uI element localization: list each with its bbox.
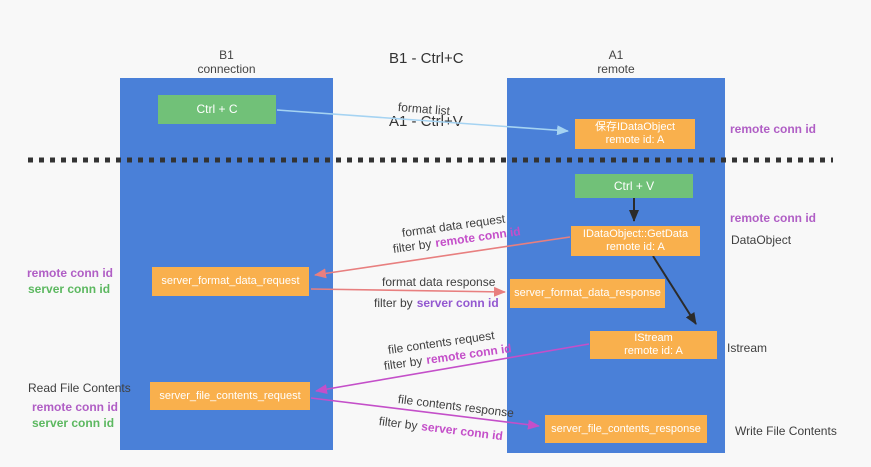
save-idataobject-box: 保存IDataObject remote id: A	[575, 119, 695, 149]
server-format-data-response-label: server_format_data_response	[514, 287, 661, 299]
ctrl-c-box: Ctrl + C	[158, 95, 276, 124]
server-conn-id-left-bottom-label: server conn id	[32, 416, 115, 430]
remote-conn-id-left-top-label: remote conn id	[27, 266, 114, 280]
getdata-to-istream-arrow	[652, 255, 697, 325]
file-contents-response-arrow	[310, 397, 540, 430]
remote-conn-id-right-mid-label: remote conn id	[730, 211, 817, 225]
istream-box: IStream remote id: A	[590, 331, 717, 359]
server-conn-id-text: server conn id	[416, 296, 499, 310]
ctrl-v-box: Ctrl + V	[575, 174, 693, 198]
idataobject-getdata-line1: IDataObject::GetData	[582, 228, 689, 240]
server-file-contents-request-label: server_file_contents_request	[159, 389, 301, 402]
idataobject-getdata-box: IDataObject::GetData remote id: A	[571, 226, 700, 256]
server-format-data-request-box: server_format_data_request	[152, 267, 309, 296]
istream-line2: remote id: A	[624, 345, 683, 357]
remote-conn-id-left-bottom-label: remote conn id	[32, 400, 119, 414]
left-column-name: B1	[219, 48, 234, 62]
ctrl-c-label: Ctrl + C	[196, 102, 238, 116]
format-data-request-arrow	[314, 236, 571, 279]
dataobject-label: DataObject	[731, 233, 792, 247]
server-conn-id-left-top-label: server conn id	[28, 282, 111, 296]
format-data-response-label: format data response	[382, 275, 496, 289]
server-format-data-request-label: server_format_data_request	[161, 275, 300, 287]
idataobject-getdata-line2: remote id: A	[606, 241, 665, 253]
format-list-arrow	[276, 109, 569, 136]
right-column-header: A1 remote	[507, 48, 725, 76]
write-file-contents-label: Write File Contents	[735, 424, 837, 438]
server-format-data-response-box: server_format_data_response	[510, 279, 665, 308]
filter-by-text: filter by	[374, 296, 413, 310]
file-contents-request-arrow	[315, 343, 590, 395]
server-file-contents-response-label: server_file_contents_response	[551, 422, 701, 435]
server-file-contents-request-box: server_file_contents_request	[150, 382, 310, 410]
right-column-name: A1	[608, 48, 624, 62]
format-data-response-arrow	[310, 286, 506, 297]
title-line-1: B1 - Ctrl+C	[389, 50, 464, 67]
diagram-title: B1 - Ctrl+C A1 - Ctrl+V	[389, 6, 464, 174]
istream-line1: IStream	[634, 332, 673, 344]
remote-conn-id-right-top-label: remote conn id	[730, 122, 817, 136]
left-column-subtitle: connection	[197, 62, 256, 76]
save-idataobject-line1: 保存IDataObject	[594, 121, 676, 133]
ctrl-v-label: Ctrl + V	[613, 178, 655, 193]
read-file-contents-label: Read File Contents	[28, 381, 131, 395]
right-column-subtitle: remote	[597, 62, 635, 76]
left-column-header: B1 connection	[120, 48, 333, 76]
istream-side-label: Istream	[727, 341, 768, 355]
server-file-contents-response-box: server_file_contents_response	[545, 415, 707, 443]
save-idataobject-line2: remote id: A	[605, 134, 665, 146]
